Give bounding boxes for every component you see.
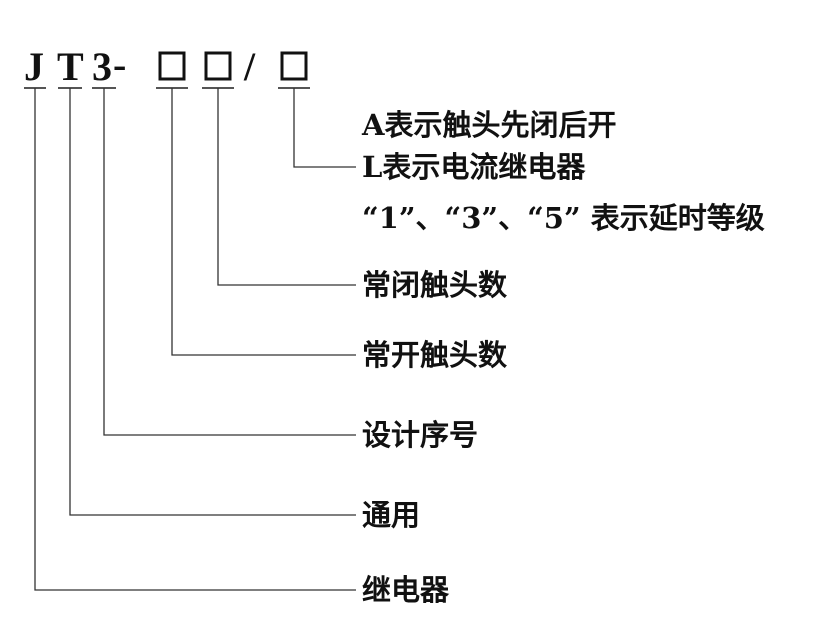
code-digit-3: 3 [92, 44, 112, 89]
code-letter-j: J [24, 44, 44, 89]
label-no-contacts: 常开触头数 [362, 338, 508, 372]
label-a-note: A表示触头先闭后开 [361, 108, 617, 142]
label-general: 通用 [362, 498, 420, 532]
label-relay: 继电器 [362, 573, 450, 607]
leader-suffix [293, 88, 356, 168]
code-slash: / [243, 44, 256, 89]
placeholder-box-no-contacts [158, 51, 186, 81]
placeholder-box-suffix [280, 51, 308, 81]
label-delay-note: “1”、“3”、“5” 表示延时等级 [362, 201, 765, 235]
leader-lines [34, 88, 356, 591]
leader-nc-contacts [217, 88, 356, 286]
code-letter-t: T [57, 44, 84, 89]
leader-relay [34, 88, 356, 591]
leader-no-contacts [171, 88, 356, 356]
label-nc-contacts: 常闭触头数 [362, 268, 508, 302]
code-dash: - [113, 42, 126, 87]
label-design-seq: 设计序号 [362, 418, 478, 452]
label-l-note: L表示电流继电器 [362, 150, 586, 184]
leader-design-seq [103, 88, 356, 436]
placeholder-box-nc-contacts [204, 51, 232, 81]
leader-general [69, 88, 356, 516]
